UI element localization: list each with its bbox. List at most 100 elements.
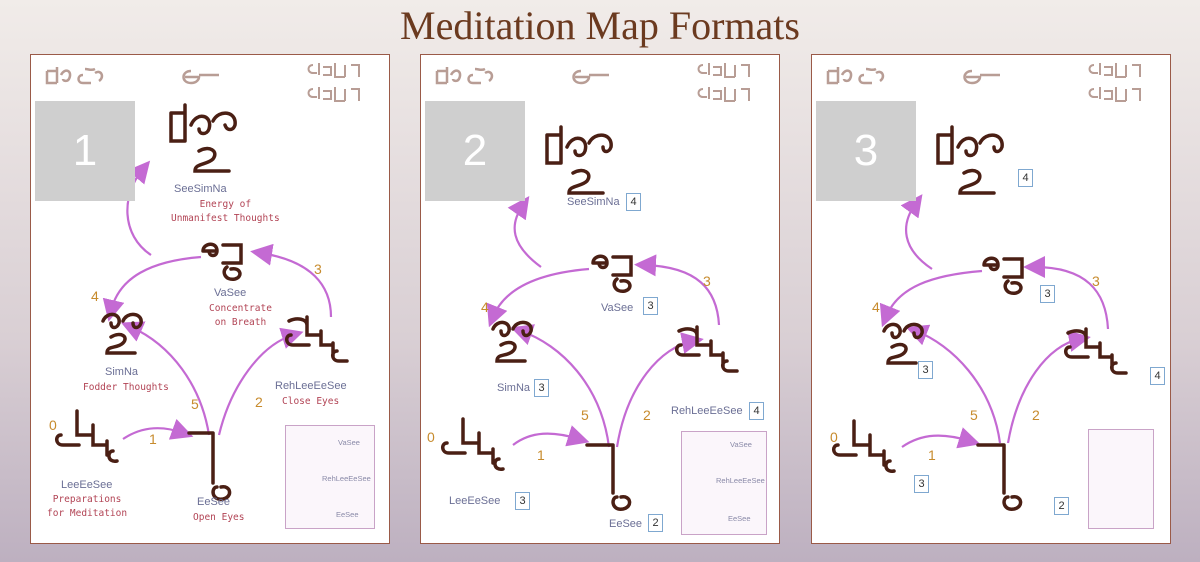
step-0: 0 <box>49 417 57 433</box>
seesimna-glyph-icon <box>936 125 1004 195</box>
map-diagram-1 <box>45 63 360 525</box>
badge-vasee: 3 <box>643 297 658 315</box>
arrow-4-vasee-to-simna <box>879 269 983 328</box>
step-5: 5 <box>581 407 589 423</box>
legend-box <box>1088 429 1154 529</box>
header-symbol-center-icon <box>963 69 1000 85</box>
node-label-rehleeeesee: RehLeeEeSee <box>275 380 347 392</box>
header-script-right-icon <box>697 63 750 102</box>
page-title: Meditation Map Formats <box>400 3 800 48</box>
legend-label-top: VaSee <box>730 440 752 449</box>
step-1: 1 <box>149 431 157 447</box>
node-label-rehleeeesee: RehLeeEeSee <box>671 405 743 417</box>
node-label-simna: SimNa <box>105 366 139 378</box>
legend-box: VaSee RehLeeEeSee EeSee <box>681 431 767 535</box>
legend-box: VaSee RehLeeEeSee EeSee <box>285 425 375 529</box>
legend-label-mid: RehLeeEeSee <box>322 474 371 483</box>
node-label-leeeesee: LeeEeSee <box>449 495 501 507</box>
arrow-3-rehleeeesee-to-vasee <box>250 243 333 318</box>
eesee-glyph-icon <box>976 443 1023 511</box>
arrow-5-eesee-to-simna <box>120 321 211 436</box>
step-0: 0 <box>427 429 435 445</box>
vasee-glyph-icon <box>201 242 243 281</box>
step-4: 4 <box>91 288 99 304</box>
node-desc-eesee: Open Eyes <box>193 512 245 523</box>
header-symbol-center-icon <box>182 69 219 85</box>
badge-rehleeeesee: 4 <box>1150 367 1165 385</box>
step-1: 1 <box>928 447 936 463</box>
panel-number: 1 <box>35 101 135 201</box>
arrow-1-leeeesee-to-eesee <box>122 418 194 440</box>
arrow-4-vasee-to-simna <box>486 267 590 328</box>
step-4: 4 <box>481 299 489 315</box>
badge-seesimna: 4 <box>626 193 641 211</box>
map-diagram-3 <box>826 63 1141 518</box>
node-label-seesimna: SeeSimNa <box>567 196 620 208</box>
arrow-2-eesee-to-rehleeeesee <box>217 327 304 436</box>
badge-eesee: 2 <box>1054 497 1069 515</box>
panel-number: 3 <box>816 101 916 201</box>
map-panel-2: 2 SeeSimNa 4 VaSee 3 SimNa 3 RehLeeEeSee… <box>420 54 780 544</box>
step-2: 2 <box>1032 407 1040 423</box>
step-5: 5 <box>191 396 199 412</box>
arrow-3-rehleeeesee-to-vasee <box>634 254 721 326</box>
arrow-vasee-to-seesimna <box>507 195 542 268</box>
header-script-left-icon <box>826 67 885 85</box>
simna-glyph-icon <box>101 312 143 355</box>
eesee-glyph-icon <box>187 431 232 501</box>
arrow-vasee-to-seesimna <box>900 194 933 270</box>
step-1: 1 <box>537 447 545 463</box>
seesimna-glyph-icon <box>545 125 613 195</box>
node-label-eesee: EeSee <box>609 518 643 530</box>
header-symbol-center-icon <box>572 69 609 85</box>
node-label-simna: SimNa <box>497 382 531 394</box>
header-script-left-icon <box>435 67 494 85</box>
node-desc-simna: Fodder Thoughts <box>83 382 169 393</box>
vasee-glyph-icon <box>591 254 633 293</box>
step-0: 0 <box>830 429 838 445</box>
header-script-right-icon <box>1088 63 1141 102</box>
node-label-vasee: VaSee <box>601 302 634 314</box>
simna-glyph-icon <box>882 322 924 365</box>
step-3: 3 <box>1092 273 1100 289</box>
badge-rehleeeesee: 4 <box>749 402 764 420</box>
vasee-glyph-icon <box>982 256 1024 295</box>
seesimna-glyph-icon <box>169 103 237 173</box>
arrow-4-vasee-to-simna <box>102 255 202 322</box>
arrow-5-eesee-to-simna <box>905 324 1002 444</box>
badge-simna: 3 <box>534 379 549 397</box>
header-script-left-icon <box>45 67 104 85</box>
rehleeeesee-glyph-icon <box>285 315 349 363</box>
arrow-5-eesee-to-simna <box>510 324 611 448</box>
badge-seesimna: 4 <box>1018 169 1033 187</box>
map-panel-3: 3 4 3 3 4 3 2 0 1 2 3 4 5 <box>811 54 1171 544</box>
arrow-1-leeeesee-to-eesee <box>512 425 590 447</box>
badge-leeeesee: 3 <box>914 475 929 493</box>
node-label-vasee: VaSee <box>214 287 247 299</box>
arrow-vasee-to-seesimna <box>126 160 152 256</box>
step-2: 2 <box>643 407 651 423</box>
panel-number: 2 <box>425 101 525 201</box>
rehleeeesee-glyph-icon <box>1064 327 1128 375</box>
arrow-3-rehleeeesee-to-vasee <box>1023 256 1110 330</box>
legend-label-mid: RehLeeEeSee <box>716 476 765 485</box>
step-2: 2 <box>255 394 263 410</box>
badge-leeeesee: 3 <box>515 492 530 510</box>
step-3: 3 <box>703 273 711 289</box>
arrow-1-leeeesee-to-eesee <box>901 427 981 449</box>
legend-label-top: VaSee <box>338 438 360 447</box>
badge-simna: 3 <box>918 361 933 379</box>
legend-label-bottom: EeSee <box>728 514 751 523</box>
badge-vasee: 3 <box>1040 285 1055 303</box>
step-3: 3 <box>314 261 322 277</box>
node-desc-rehleeeesee: Close Eyes <box>282 396 340 407</box>
leeeesee-glyph-icon <box>55 409 119 463</box>
badge-eesee: 2 <box>648 514 663 532</box>
leeeesee-glyph-icon <box>441 417 505 471</box>
node-label-eesee: EeSee <box>197 496 231 508</box>
node-label-seesimna: SeeSimNa <box>174 183 227 195</box>
